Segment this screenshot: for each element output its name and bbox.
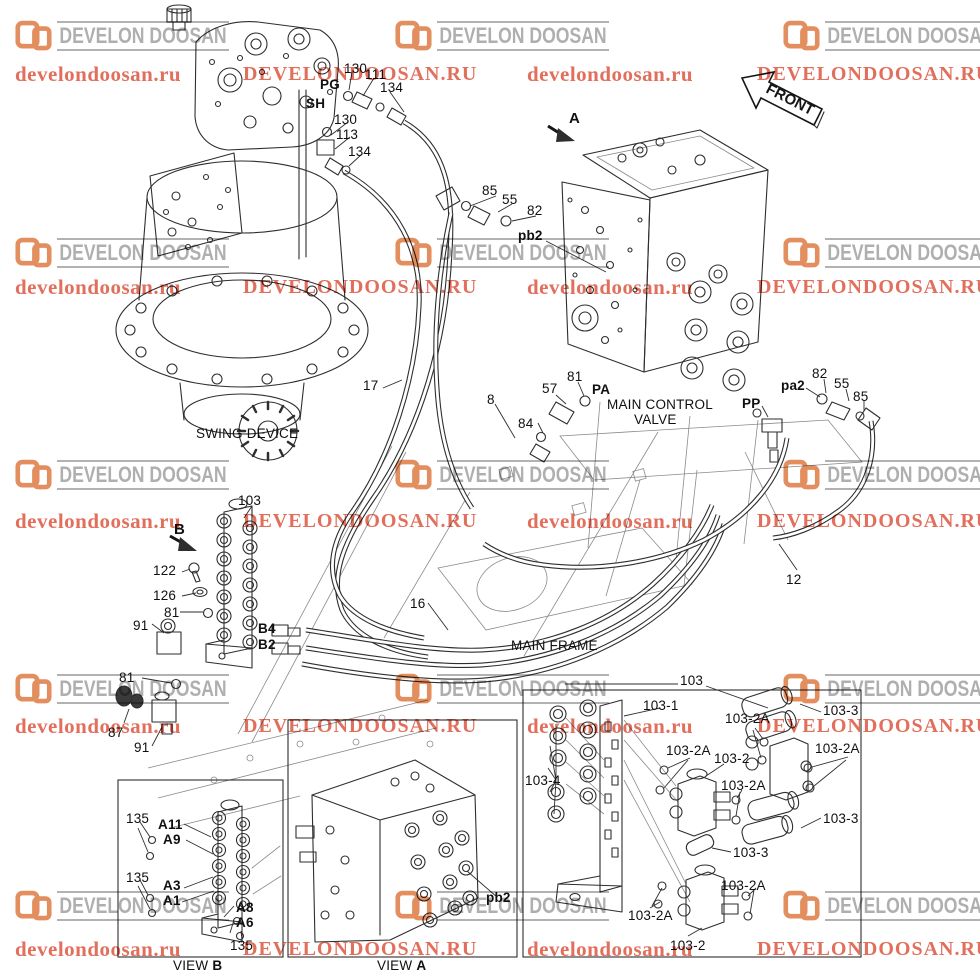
parts-103-drawing <box>547 686 815 931</box>
main-control-valve-drawing <box>561 129 769 392</box>
view-b-arrow-icon <box>169 534 197 551</box>
view-a-drawing <box>295 759 479 943</box>
view-b-drawing <box>145 799 282 943</box>
parts-103-panel <box>522 689 862 958</box>
view-b-panel <box>117 779 284 958</box>
view-a-panel <box>287 719 518 958</box>
front-direction-arrow: FRONT <box>740 70 825 129</box>
view-a-arrow-icon <box>547 124 575 142</box>
hydraulic-hoses <box>301 119 876 684</box>
swing-device-drawing <box>115 4 407 462</box>
manifold-103-drawing <box>115 498 301 735</box>
main-frame-sketch <box>147 401 863 829</box>
